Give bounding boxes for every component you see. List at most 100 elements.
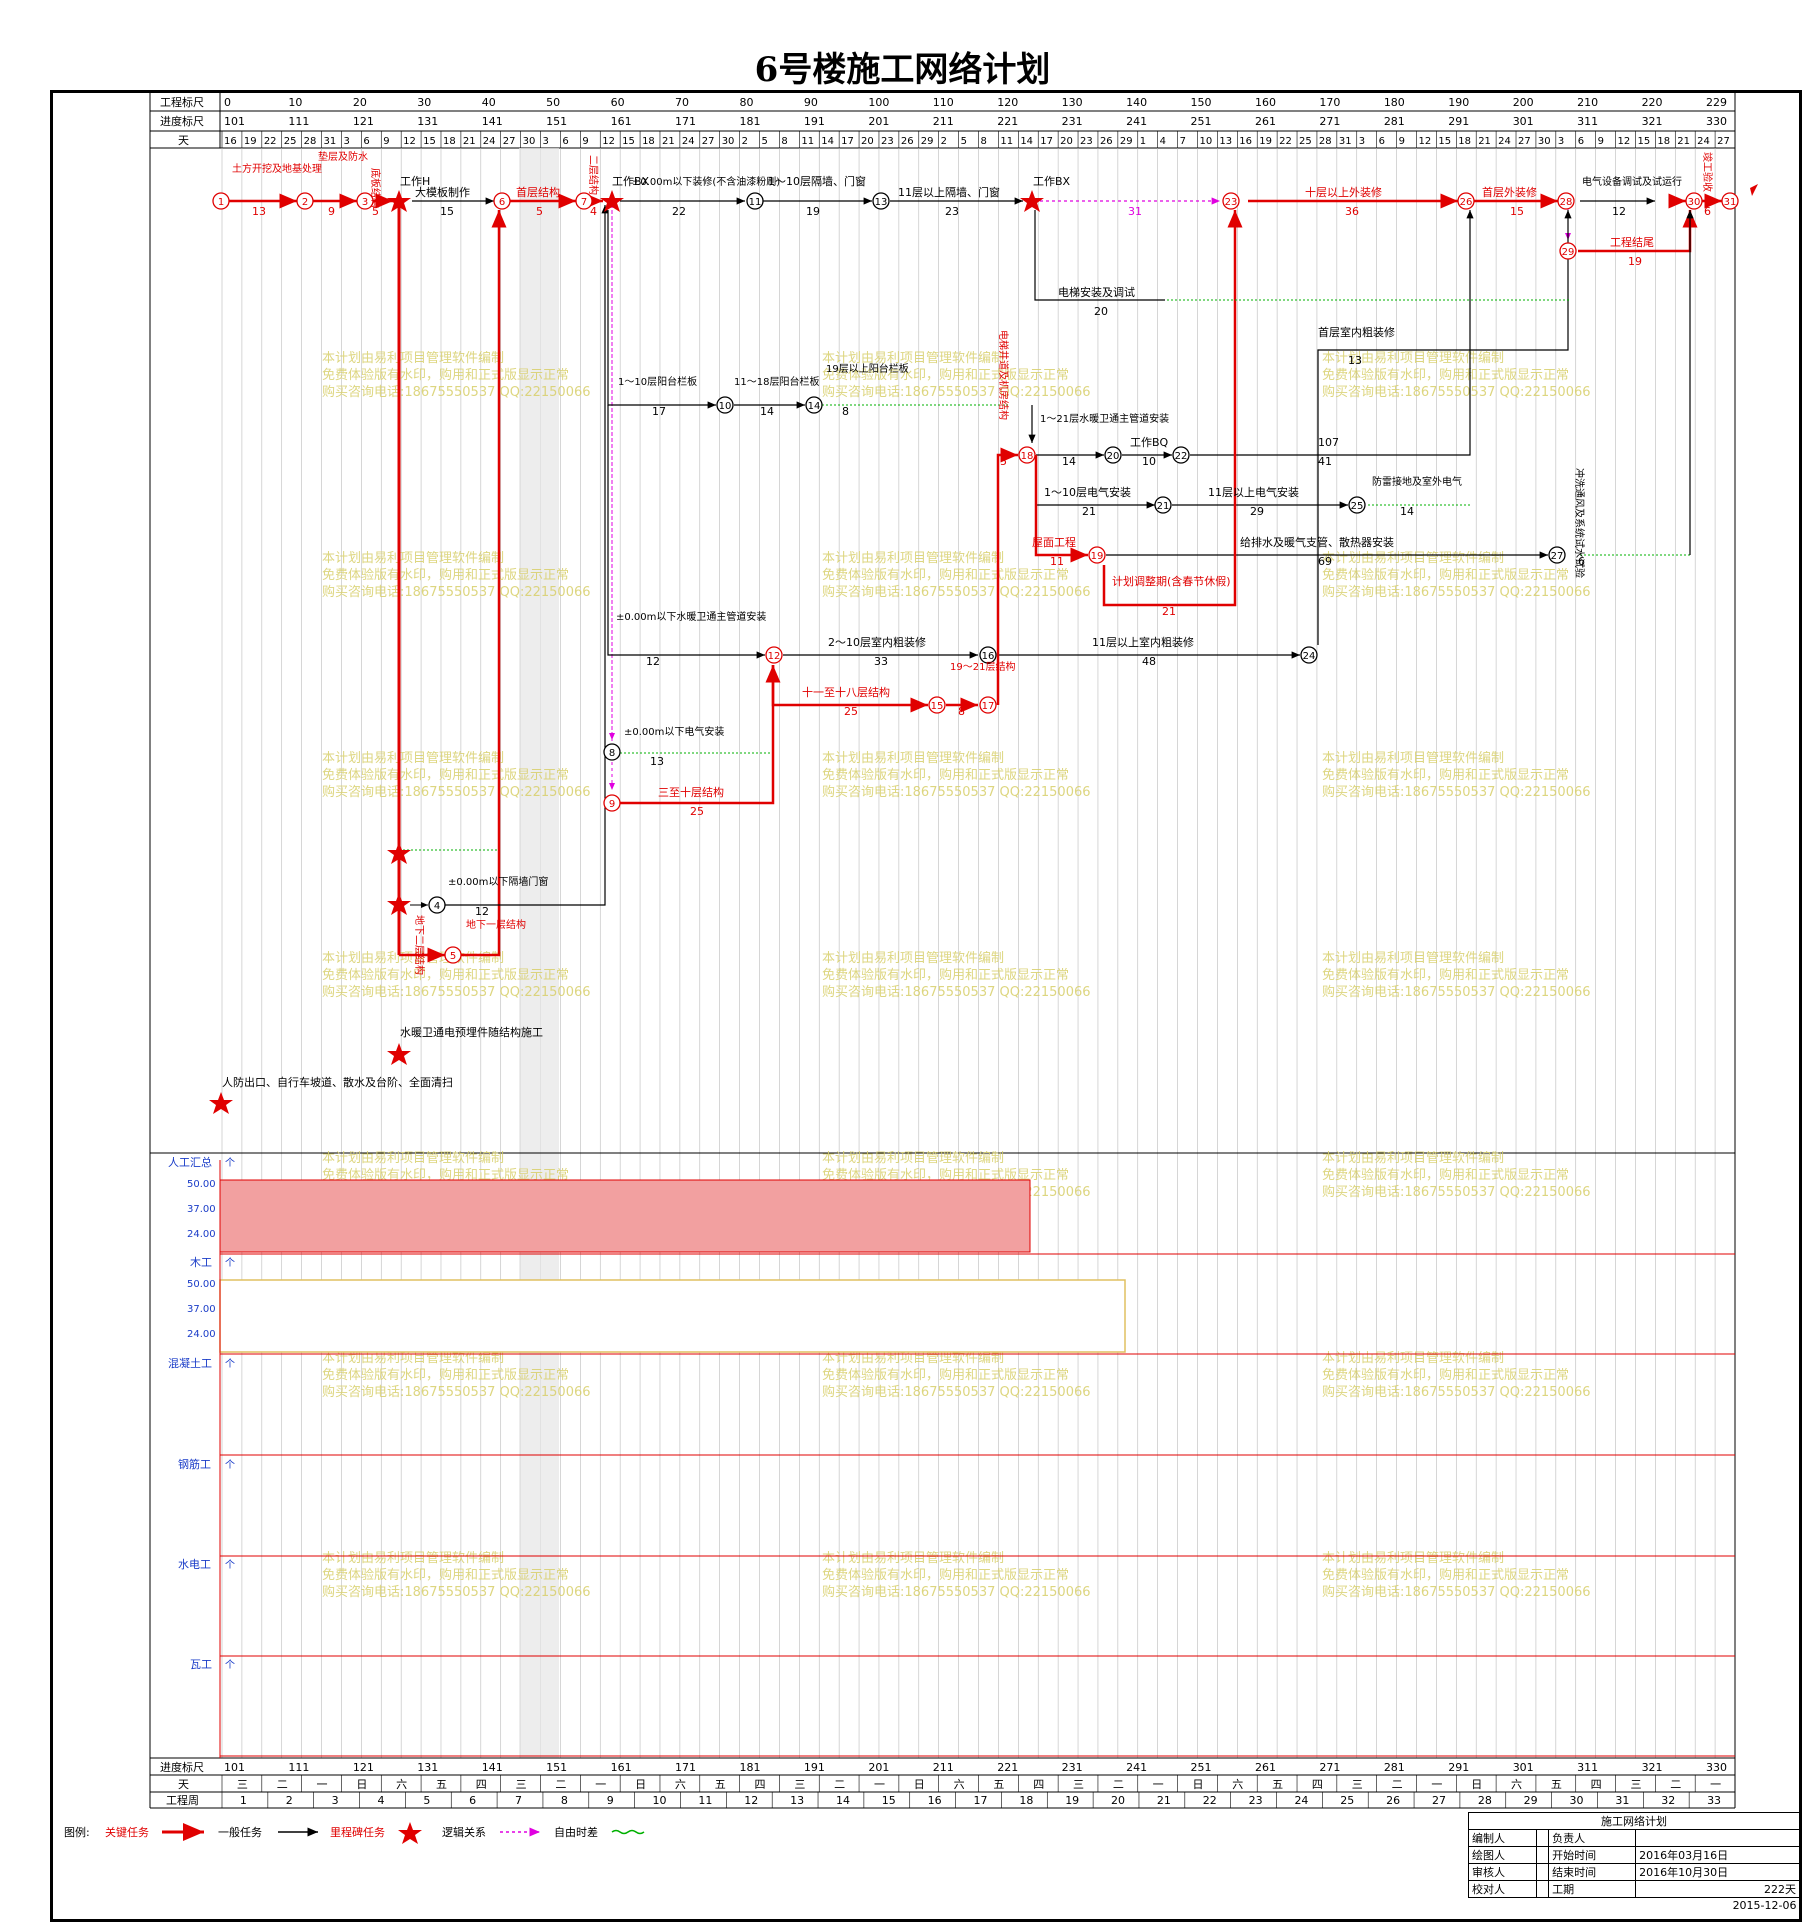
watermark-text: 购买咨询电话:18675550537 QQ:22150066 (1322, 784, 1591, 800)
ruler-day: 3 (1558, 136, 1564, 147)
ruler-weekday: 二 (1113, 1778, 1124, 1791)
ruler-weekday: 五 (1551, 1778, 1562, 1791)
ruler-tick-label: 131 (417, 1761, 438, 1774)
task-duration: 48 (1142, 655, 1156, 668)
watermark-text: 购买咨询电话:18675550537 QQ:22150066 (1322, 1584, 1591, 1600)
ruler-day: 23 (1080, 136, 1093, 147)
ruler-day: 15 (622, 136, 635, 147)
task-duration: 31 (1128, 205, 1142, 218)
network-node-label: 8 (609, 748, 615, 759)
network-node-label: 15 (931, 701, 944, 712)
ruler-day: 9 (582, 136, 588, 147)
watermark-text: 免费体验版有水印，购用和正式版显示正常 (1322, 567, 1569, 583)
ruler-tick-label: 141 (482, 1761, 503, 1774)
ruler-tick-label: 161 (611, 1761, 632, 1774)
tb-label: 编制人 (1467, 1829, 1538, 1847)
network-node-label: 4 (434, 901, 440, 912)
task-duration: 19 (806, 205, 820, 218)
ruler-week: 33 (1707, 1794, 1721, 1807)
tb-start-date: 2016年03月16日 (1635, 1846, 1800, 1864)
task-label: 2～10层室内粗装修 (828, 635, 926, 649)
ruler-day: 21 (662, 136, 675, 147)
network-node-label: 9 (609, 799, 615, 810)
ruler-weekday: 六 (1232, 1778, 1243, 1791)
ruler-day: 4 (1160, 136, 1166, 147)
ruler-tick-label: 221 (997, 115, 1018, 128)
task-duration: 14 (760, 405, 774, 418)
ruler-tick-label: 311 (1577, 1761, 1598, 1774)
task-duration: 15 (1510, 205, 1524, 218)
network-node-label: 28 (1560, 197, 1573, 208)
task-duration: 12 (646, 655, 660, 668)
ruler-week: 6 (469, 1794, 476, 1807)
ruler-week: 14 (836, 1794, 850, 1807)
task-label: 土方开挖及地基处理 (232, 162, 322, 175)
ruler-tick-label: 121 (353, 115, 374, 128)
task-duration: 15 (440, 205, 454, 218)
ruler-week: 8 (561, 1794, 568, 1807)
ruler-weekday: 日 (914, 1778, 925, 1791)
ruler-tick-label: 20 (353, 96, 367, 109)
ruler-day: 10 (1199, 136, 1212, 147)
ruler-tick-label: 141 (482, 115, 503, 128)
watermark-text: 购买咨询电话:18675550537 QQ:22150066 (822, 1584, 1091, 1600)
network-node (603, 743, 621, 761)
legend-milestone-label: 里程碑任务 (330, 1826, 385, 1839)
watermark-text: 购买咨询电话:18675550537 QQ:22150066 (322, 784, 591, 800)
network-node-label: 24 (1303, 651, 1316, 662)
task-label: 冲洗通风及系统试水试验 (1573, 468, 1586, 578)
ruler-weekday: 三 (516, 1778, 527, 1791)
task-duration: 14 (1400, 505, 1414, 518)
ruler-day: 3 (543, 136, 549, 147)
ruler-week: 32 (1661, 1794, 1675, 1807)
watermark-text: 免费体验版有水印，购用和正式版显示正常 (822, 1367, 1069, 1383)
ruler-day: 22 (264, 136, 277, 147)
ruler-weekday: 五 (993, 1778, 1004, 1791)
resource-histogram: 人工汇总 木工 混凝土工 钢筋工 水电工 瓦工 个 个 个 个 个 个 50.0… (168, 1155, 1735, 1758)
ruler-weekday: 二 (1670, 1778, 1681, 1791)
watermark-text: 免费体验版有水印，购用和正式版显示正常 (1322, 1567, 1569, 1583)
network-node (603, 794, 621, 812)
ruler-day: 17 (1040, 136, 1053, 147)
ruler-tick-label: 241 (1126, 1761, 1147, 1774)
watermark-text: 本计划由易利项目管理软件编制 (322, 1351, 504, 1366)
ruler-day: 30 (523, 136, 536, 147)
ruler-day: 5 (961, 136, 967, 147)
watermark-text: 本计划由易利项目管理软件编制 (1322, 1551, 1504, 1566)
watermark-text: 本计划由易利项目管理软件编制 (322, 1551, 504, 1566)
ruler-day: 19 (1259, 136, 1272, 147)
ruler-weekday: 二 (834, 1778, 845, 1791)
ruler-day: 3 (343, 136, 349, 147)
watermark-text: 本计划由易利项目管理软件编制 (1322, 1351, 1504, 1366)
network-node-label: 27 (1551, 551, 1564, 562)
ruler-weekday: 二 (277, 1778, 288, 1791)
ruler-day: 21 (1677, 136, 1690, 147)
ruler-weekday: 五 (715, 1778, 726, 1791)
milestone-star-icon (387, 1043, 411, 1065)
ruler-weekday: 五 (436, 1778, 447, 1791)
network-node (575, 192, 593, 210)
watermark-text: 本计划由易利项目管理软件编制 (322, 551, 504, 566)
network-node (296, 192, 314, 210)
watermark-text: 免费体验版有水印，购用和正式版显示正常 (1322, 967, 1569, 983)
ruler-day: 24 (1498, 136, 1511, 147)
network-node-label: 21 (1157, 501, 1170, 512)
network-node-label: 10 (719, 401, 732, 412)
task-duration: 19 (1628, 255, 1642, 268)
ruler-day: 5 (762, 136, 768, 147)
ruler-weekday: 一 (317, 1778, 328, 1791)
watermark-text: 本计划由易利项目管理软件编制 (322, 1151, 504, 1166)
task-duration: 8 (958, 705, 965, 718)
milestone-star-icon (387, 893, 411, 915)
ruler-week: 10 (653, 1794, 667, 1807)
ruler-tick-label: 100 (868, 96, 889, 109)
ruler-tick-label: 131 (417, 115, 438, 128)
ruler-weekday: 三 (237, 1778, 248, 1791)
ruler-day: 9 (383, 136, 389, 147)
ruler-week: 11 (698, 1794, 712, 1807)
ruler-weekday: 六 (954, 1778, 965, 1791)
task-label: 水暖卫通电预埋件随结构施工 (400, 1025, 543, 1039)
milestone-star-icon (387, 842, 411, 864)
